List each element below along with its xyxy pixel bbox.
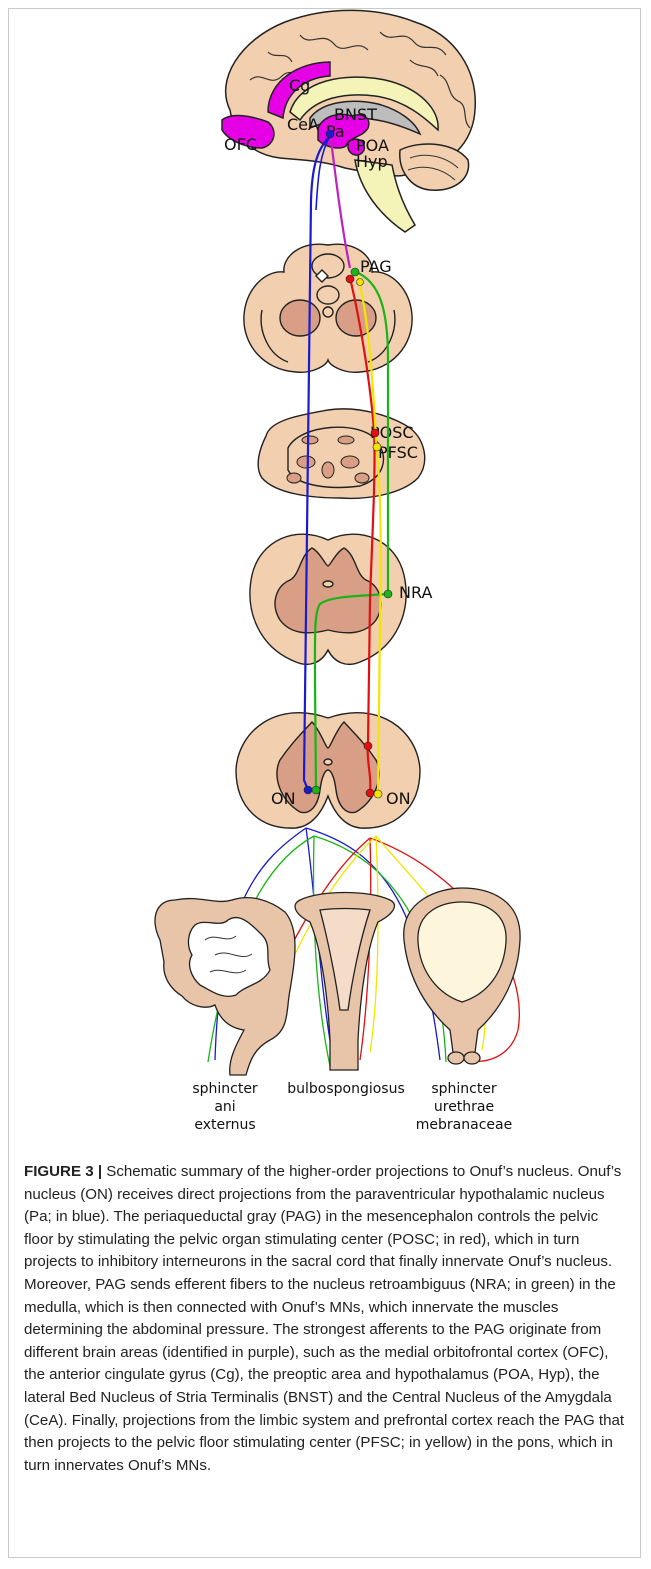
label-cg: Cg [289,76,310,95]
label-hyp: Hyp [356,152,388,171]
organ-label-urethra-3: mebranaceae [416,1117,512,1133]
organ-label-urethra-2: urethrae [434,1099,494,1115]
label-pag: PAG [360,257,392,276]
caption-separator: | [94,1163,107,1180]
figure-number: FIGURE 3 [24,1163,94,1180]
label-cea: CeA [287,115,319,134]
bladder-illustration [404,888,520,1064]
organ-label-anus-2: ani [214,1099,235,1115]
colon-illustration [155,898,295,1075]
label-nra: NRA [399,583,432,602]
label-on-right: ON [386,789,411,808]
organ-label-anus-3: externus [194,1117,255,1133]
label-pfsc: PFSC [378,443,418,462]
organ-label-anus-1: sphincter [192,1081,258,1097]
organ-labels: sphincter ani externus bulbospongiosus s… [192,1081,512,1133]
label-on-left: ON [271,789,296,808]
figure-caption: FIGURE 3 | Schematic summary of the high… [24,1161,628,1477]
uterus-illustration [295,893,394,1071]
figure-diagram: Cg BNST CeA Pa OFC POA Hyp PAG POSC [0,0,651,1160]
caption-text: Schematic summary of the higher-order pr… [24,1163,624,1474]
label-ofc: OFC [224,135,257,154]
organ-label-urethra-1: sphincter [431,1081,497,1097]
organ-label-bulbo: bulbospongiosus [287,1081,405,1097]
sacral-cord-section [236,713,420,828]
